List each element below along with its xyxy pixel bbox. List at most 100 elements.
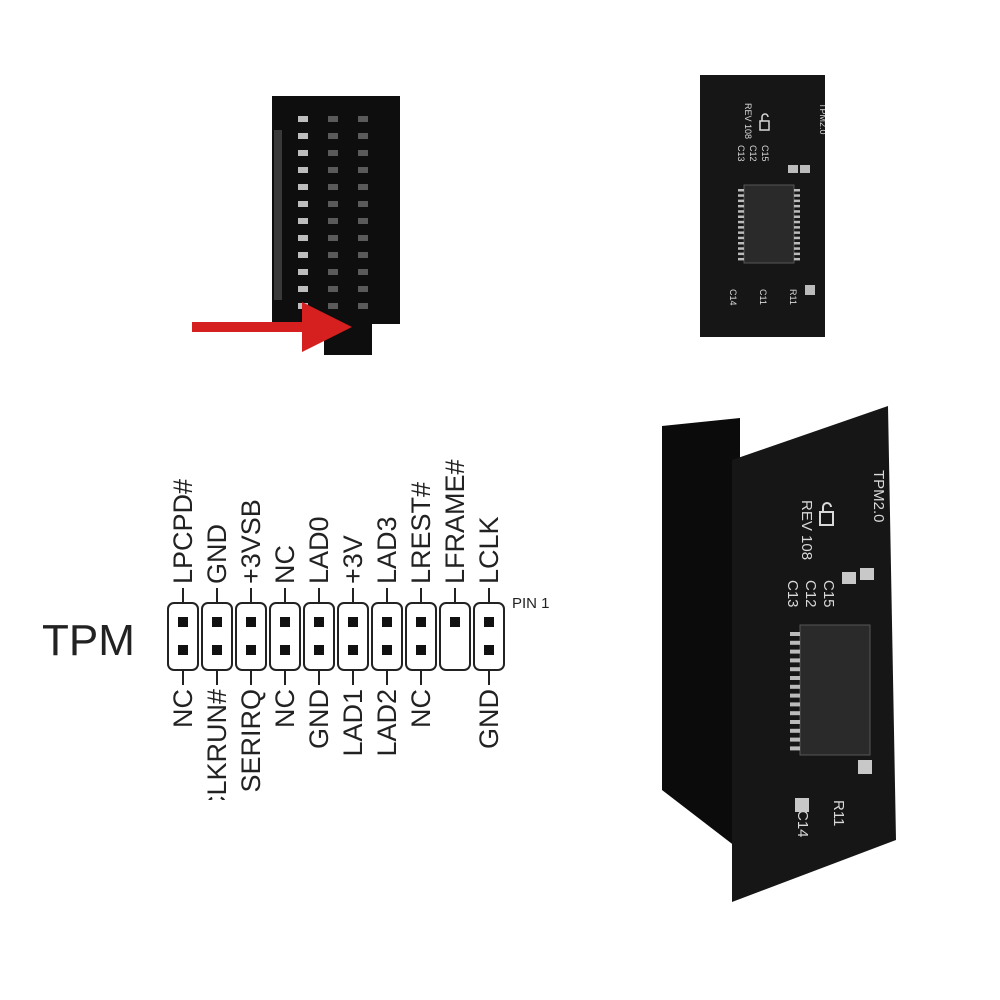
silkscreen-rev: REV 108 <box>798 500 815 560</box>
pin1-label: PIN 1 <box>512 595 550 612</box>
pin-bottom <box>314 645 324 655</box>
chip-leg <box>794 252 800 256</box>
cap-pad <box>860 568 874 580</box>
pin-bottom <box>484 645 494 655</box>
lock-icon <box>759 113 770 131</box>
chip-leg <box>794 215 800 218</box>
header-pin <box>328 303 338 309</box>
chip-leg <box>790 640 800 645</box>
chip-leg <box>794 231 800 234</box>
chip-leg <box>790 711 800 716</box>
pin-label-bottom: NC <box>270 689 300 728</box>
pin-cell <box>303 602 335 671</box>
pin-label-bottom: GND <box>474 689 504 749</box>
header-pin <box>328 201 338 207</box>
pin-top <box>246 617 256 627</box>
header-pin <box>298 201 308 207</box>
header-pin <box>298 218 308 224</box>
pin-bottom <box>382 645 392 655</box>
header-pin <box>328 286 338 292</box>
header-pin <box>358 201 368 207</box>
silkscreen-model: TPM2.0 <box>818 103 825 135</box>
pin-label-top: NC <box>270 545 300 584</box>
chip-leg <box>738 220 744 224</box>
silkscreen-cap-c12: C12 <box>802 580 819 608</box>
pinout-title: TPM <box>42 616 135 665</box>
pin-label-bottom: SERIRQ <box>236 689 266 793</box>
chip-leg <box>790 720 800 724</box>
chip-leg <box>790 746 800 751</box>
chip-leg <box>738 257 744 261</box>
header-pin <box>328 167 338 173</box>
header-pin <box>358 303 368 309</box>
header-pin <box>298 252 308 258</box>
pin-label-bottom: NC <box>168 689 198 728</box>
header-pin <box>328 235 338 241</box>
silkscreen-cap-c14: C14 <box>794 810 811 838</box>
chip-leg <box>738 242 744 245</box>
pin-top <box>484 617 494 627</box>
cap-pad <box>800 165 810 173</box>
pin-label-bottom: NC <box>406 689 436 728</box>
chip-leg <box>794 189 800 192</box>
header-side-highlight <box>274 130 282 300</box>
header-pin <box>358 218 368 224</box>
silkscreen-res-r11: R11 <box>830 800 847 826</box>
header-pin <box>328 252 338 258</box>
chip-leg <box>738 247 744 250</box>
pin-cell <box>337 602 369 671</box>
chip-leg <box>790 702 800 707</box>
header-pin <box>298 167 308 173</box>
pin-bottom <box>212 645 222 655</box>
silkscreen-model: TPM2.0 <box>870 470 887 523</box>
pin-label-top: LFRAME# <box>440 459 470 584</box>
header-pin <box>358 150 368 156</box>
chip-leg <box>790 667 800 672</box>
chip-leg <box>794 220 800 224</box>
silkscreen-cap-c11: C11 <box>758 289 768 305</box>
header-pin <box>298 150 308 156</box>
chip-leg <box>790 632 800 636</box>
pin-label-top: LAD3 <box>372 516 402 584</box>
pin-label-top: LCLK <box>474 516 504 584</box>
header-pin <box>298 286 308 292</box>
silkscreen-rev: REV 108 <box>743 103 753 139</box>
chip-leg <box>738 204 744 208</box>
chip-leg <box>794 199 800 203</box>
header-pin <box>358 286 368 292</box>
silkscreen-cap-c14: C14 <box>728 289 738 306</box>
chip-leg <box>790 658 800 663</box>
cap-pad <box>805 285 815 295</box>
chip-leg <box>790 728 800 733</box>
pin-cell <box>439 602 471 671</box>
pin-cell <box>235 602 267 671</box>
pin-cell <box>405 602 437 671</box>
chip-leg <box>790 684 800 689</box>
chip-leg <box>794 210 800 213</box>
pin-label-bottom: LAD2 <box>372 689 402 757</box>
pin-top <box>382 617 392 627</box>
chip-leg <box>790 676 800 680</box>
pin-label-top: GND <box>202 524 232 584</box>
chip-leg <box>794 242 800 245</box>
chip-leg <box>790 693 800 698</box>
header-pin <box>358 116 368 122</box>
pin-cell <box>269 602 301 671</box>
silkscreen-cap-c15: C15 <box>820 580 837 608</box>
header-pin <box>298 235 308 241</box>
pin-label-top: LREST# <box>406 482 436 584</box>
pin-bottom <box>348 645 358 655</box>
chip-legs <box>790 632 800 751</box>
tpm-board-perspective-view: TPM2.0 REV 108 C15 C12 C13 C14 R11 <box>662 406 896 902</box>
chip-leg <box>738 210 744 213</box>
chip-leg <box>794 247 800 250</box>
chip-leg <box>738 231 744 234</box>
pin-top <box>416 617 426 627</box>
pin-label-bottom: CLKRUN# <box>202 689 232 800</box>
pin-top <box>178 617 188 627</box>
pin-bottom <box>178 645 188 655</box>
pin-cell <box>201 602 233 671</box>
chip-leg <box>794 204 800 208</box>
